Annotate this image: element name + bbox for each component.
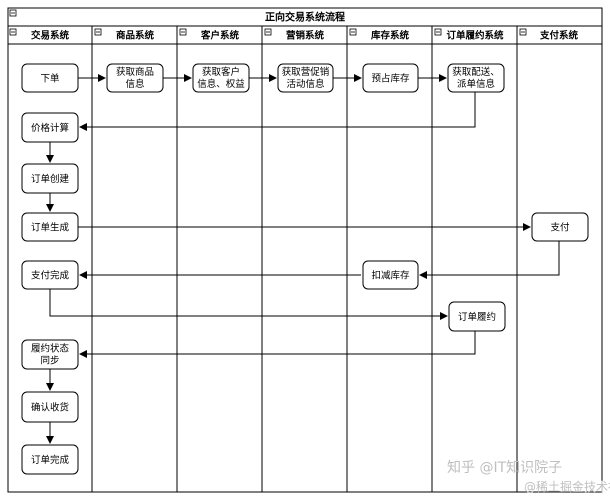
lane-label-marketing: 营销系统 (286, 30, 325, 42)
lane-label-customer: 客户系统 (200, 30, 240, 42)
svg-text:价格计算: 价格计算 (31, 122, 69, 134)
svg-text:订单创建: 订单创建 (31, 173, 70, 185)
lane-label-inventory: 库存系统 (370, 30, 410, 42)
lane-collapse-icons[interactable] (9, 28, 527, 36)
svg-text:获取客户: 获取客户 (202, 66, 240, 78)
node-get-goods-info[interactable]: 获取商品 信息 (106, 63, 164, 93)
node-prehold-stock[interactable]: 预占库存 (362, 63, 419, 93)
node-order[interactable]: 下单 (21, 63, 79, 93)
svg-text:确认收货: 确认收货 (31, 402, 69, 414)
svg-text:支付完成: 支付完成 (31, 270, 70, 282)
lane-label-fulfillment: 订单履约系统 (446, 30, 504, 42)
svg-text:订单完成: 订单完成 (31, 454, 70, 466)
lane-label-trade: 交易系统 (31, 30, 70, 42)
svg-text:履约状态: 履约状态 (31, 343, 70, 355)
node-get-customer-info[interactable]: 获取客户 信息、权益 (192, 63, 250, 93)
node-sync-status[interactable]: 履约状态 同步 (21, 339, 79, 370)
svg-text:预占库存: 预占库存 (371, 73, 410, 85)
node-get-promo-info[interactable]: 获取营促销 活动信息 (277, 63, 334, 93)
node-order-fulfill[interactable]: 订单履约 (448, 301, 506, 332)
flow-connectors (46, 74, 560, 444)
watermark-zhihu: 知乎 @IT知识院子 (447, 459, 562, 476)
node-get-delivery-info[interactable]: 获取配送、 派单信息 (447, 63, 505, 93)
svg-text:信息: 信息 (125, 78, 144, 90)
svg-text:下单: 下单 (40, 73, 60, 85)
svg-text:获取营促销: 获取营促销 (282, 66, 330, 78)
node-confirm-receipt[interactable]: 确认收货 (21, 391, 79, 423)
lane-label-payment: 支付系统 (539, 30, 579, 42)
diagram-title: 正向交易系统流程 (265, 11, 345, 24)
svg-text:派单信息: 派单信息 (457, 78, 495, 90)
node-price-calc[interactable]: 价格计算 (21, 112, 79, 143)
node-order-generate[interactable]: 订单生成 (21, 212, 79, 242)
svg-text:扣减库存: 扣减库存 (371, 270, 410, 282)
svg-text:获取商品: 获取商品 (116, 66, 154, 78)
node-deduct-stock[interactable]: 扣减库存 (362, 260, 419, 290)
lane-label-goods: 商品系统 (116, 30, 155, 42)
node-order-create[interactable]: 订单创建 (21, 163, 79, 194)
svg-text:活动信息: 活动信息 (286, 78, 324, 90)
svg-text:订单履约: 订单履约 (458, 311, 496, 323)
svg-text:获取配送、: 获取配送、 (452, 66, 500, 78)
svg-text:同步: 同步 (40, 356, 59, 367)
svg-text:支付: 支付 (550, 222, 570, 234)
node-pay[interactable]: 支付 (531, 212, 589, 242)
watermark-juejin: @稀土掘金技术社区 (524, 479, 610, 494)
node-pay-done[interactable]: 支付完成 (21, 260, 79, 290)
node-order-done[interactable]: 订单完成 (21, 444, 79, 475)
svg-text:信息、权益: 信息、权益 (197, 78, 245, 90)
svg-text:订单生成: 订单生成 (31, 222, 70, 234)
